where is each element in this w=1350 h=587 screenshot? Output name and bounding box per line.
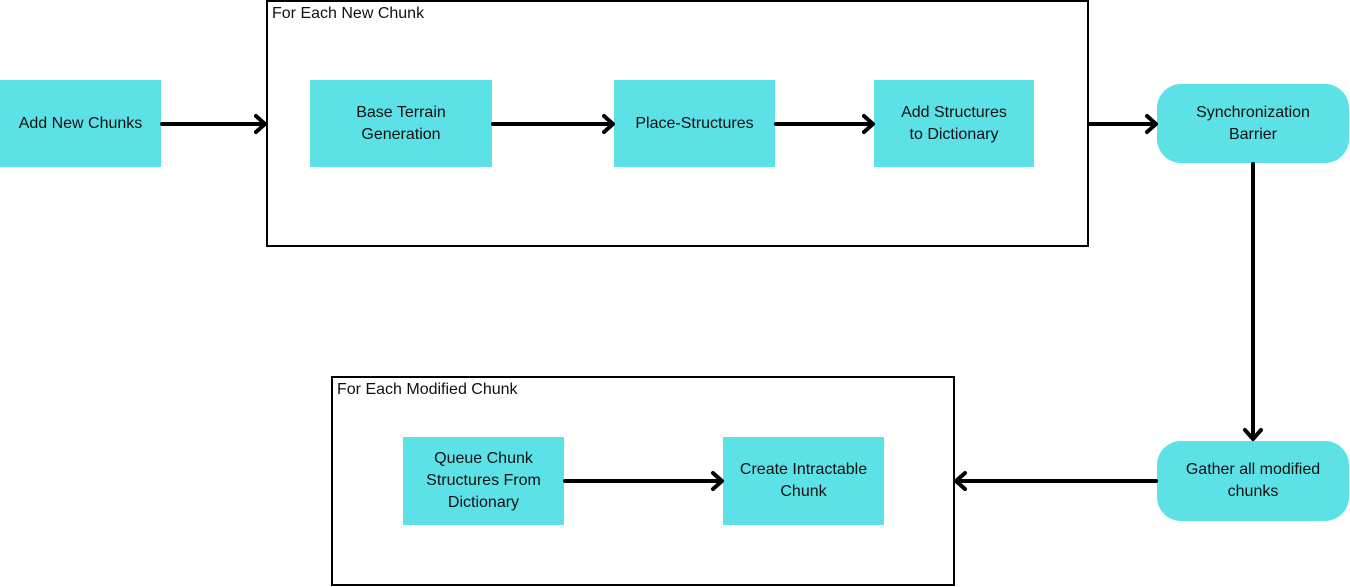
- gather-modified-chunks-node: Gather all modified chunks: [1157, 441, 1349, 521]
- gather-modified-chunks-text: Gather all modified chunks: [1185, 461, 1321, 500]
- arrow-queue-to-create-chunk: [563, 471, 724, 491]
- add-structures-to-dictionary-text: Add Structures to Dictionary: [901, 103, 1007, 143]
- arrow-gather-to-modified-loop: [954, 471, 1158, 491]
- add-new-chunks-node: Add New Chunks: [0, 80, 161, 167]
- create-intractable-chunk-node: Create Intractable Chunk: [723, 437, 884, 525]
- base-terrain-generation-node: Base Terrain Generation: [310, 80, 492, 167]
- add-new-chunks-text: Add New Chunks: [18, 114, 143, 132]
- synchronization-barrier-text: Synchronization Barrier: [1196, 103, 1310, 143]
- place-structures-text: Place-Structures: [635, 114, 754, 132]
- arrow-loop-to-synchronization-barrier: [1087, 114, 1158, 134]
- arrow-base-terrain-to-place-structures: [491, 114, 615, 134]
- arrow-add-new-chunks-to-loop: [160, 114, 267, 134]
- base-terrain-generation-text: Base Terrain Generation: [356, 103, 446, 143]
- for-each-modified-chunk-label: For Each Modified Chunk: [337, 381, 518, 398]
- place-structures-node: Place-Structures: [614, 80, 775, 167]
- for-each-new-chunk-label: For Each New Chunk: [272, 5, 425, 22]
- create-intractable-chunk-text: Create Intractable Chunk: [739, 461, 868, 500]
- queue-chunk-structures-node: Queue Chunk Structures From Dictionary: [403, 437, 564, 525]
- add-structures-to-dictionary-node: Add Structures to Dictionary: [874, 80, 1034, 167]
- arrow-place-structures-to-add-structures: [774, 114, 875, 134]
- queue-chunk-structures-text: Queue Chunk Structures From Dictionary: [426, 450, 541, 511]
- synchronization-barrier-node: Synchronization Barrier: [1157, 84, 1349, 163]
- arrow-synchronization-barrier-to-gather: [1243, 162, 1263, 441]
